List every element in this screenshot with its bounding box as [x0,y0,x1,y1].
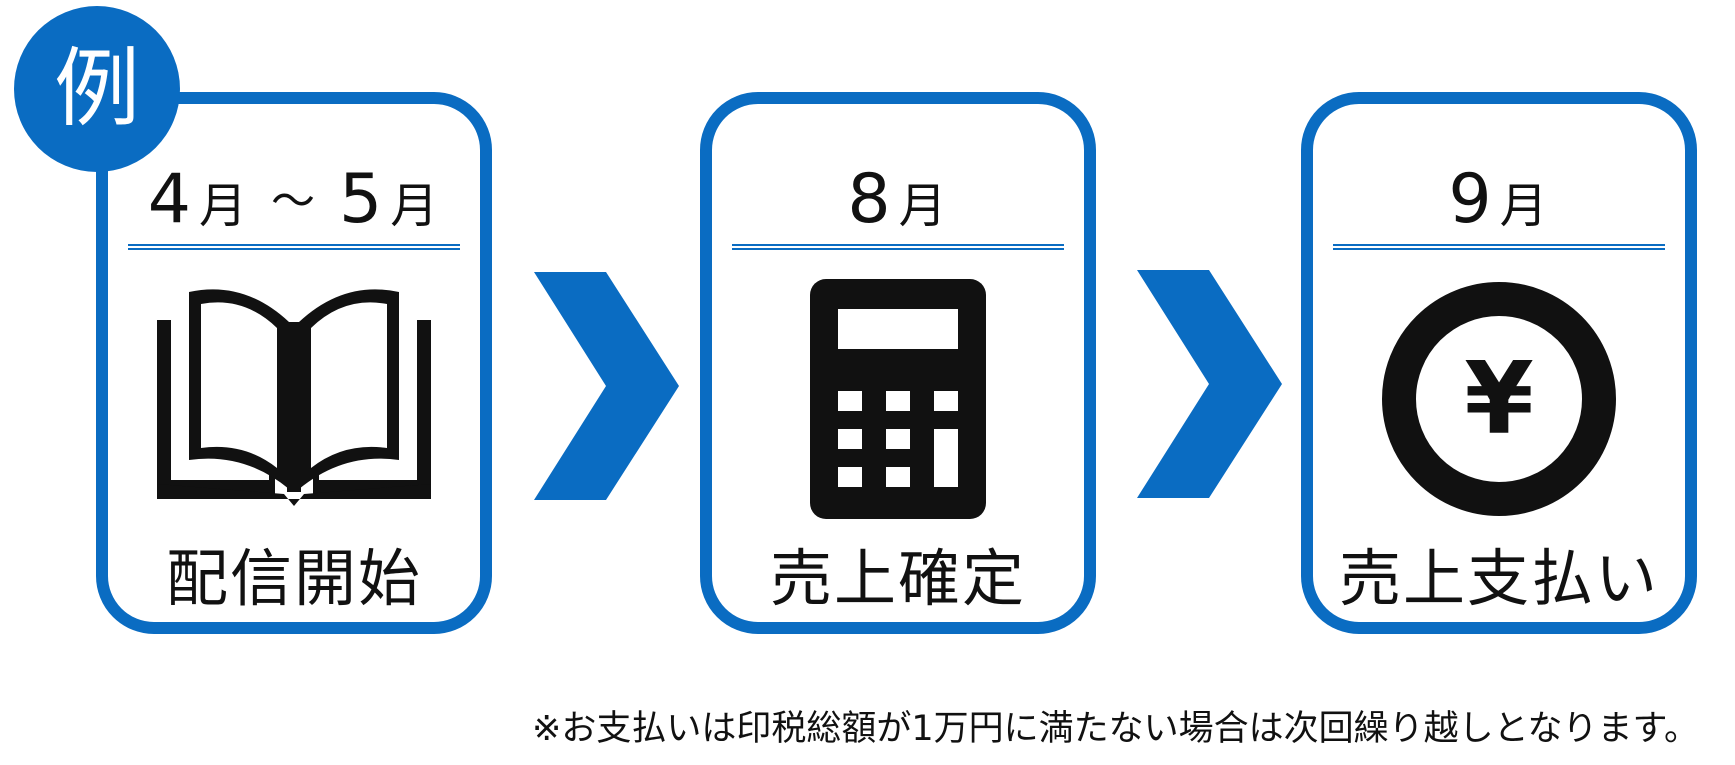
date-unit: 月 [898,178,949,234]
chevron-right-icon [1137,270,1282,498]
open-book-icon [108,264,480,534]
chevron-right-icon [534,272,679,500]
date-number: 9 [1448,160,1494,239]
divider [732,244,1064,250]
date-to-unit: 月 [390,178,441,234]
divider [1333,244,1665,250]
yen-coin-icon: ¥ [1313,264,1685,534]
step-label: 売上確定 [769,542,1026,615]
date-from-unit: 月 [198,178,249,234]
step-label: 配信開始 [165,542,422,615]
date-range-separator: ～ [271,176,317,227]
step-label: 売上支払い [1338,542,1659,615]
example-badge: 例 [14,6,180,172]
calculator-icon [712,264,1084,534]
yen-symbol: ¥ [1464,340,1534,457]
date-from-number: 4 [147,160,193,239]
divider [128,244,460,250]
date-to-number: 5 [339,160,385,239]
date-unit: 月 [1499,178,1550,234]
footnote: ※お支払いは印税総額が1万円に満たない場合は次回繰り越しとなります。 [532,709,1700,749]
date-number: 8 [847,160,893,239]
